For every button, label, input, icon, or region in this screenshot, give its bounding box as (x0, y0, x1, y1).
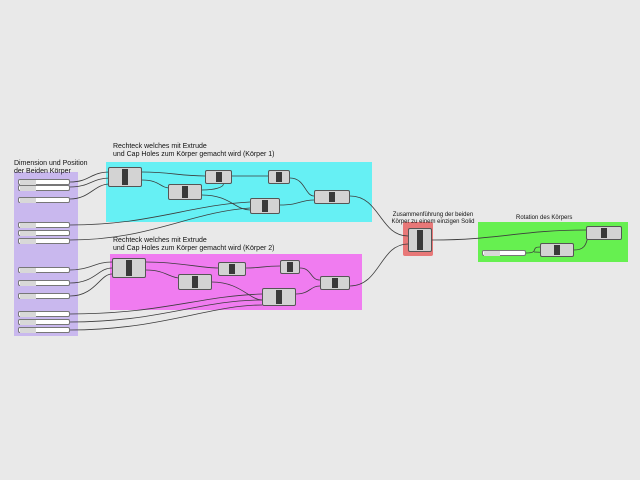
number-slider[interactable] (18, 185, 70, 191)
cap-holes-component[interactable] (268, 170, 290, 184)
number-slider[interactable] (18, 197, 70, 203)
number-slider[interactable] (18, 179, 70, 185)
number-slider[interactable] (18, 327, 70, 333)
move-component[interactable] (314, 190, 350, 204)
solid-union-component[interactable] (408, 228, 432, 252)
rotate-axis-component[interactable] (540, 243, 574, 257)
number-slider[interactable] (18, 311, 70, 317)
rotate-component[interactable] (586, 226, 622, 240)
label-body-2: Rechteck welches mit Extrude und Cap Hol… (113, 237, 275, 252)
number-slider[interactable] (18, 280, 70, 286)
number-slider[interactable] (482, 250, 526, 256)
rectangle-component[interactable] (108, 167, 142, 187)
extrude-component[interactable] (205, 170, 232, 184)
label-merge: Zusammenführung der beiden Körper zu ein… (391, 212, 475, 225)
move-component[interactable] (320, 276, 350, 290)
unit-vector-component[interactable] (168, 184, 202, 200)
number-slider[interactable] (18, 230, 70, 236)
extrude-component[interactable] (218, 262, 246, 276)
number-slider[interactable] (18, 319, 70, 325)
label-dimension-position: Dimension und Position der Beiden Körper (14, 160, 88, 175)
construct-point-component[interactable] (262, 288, 296, 306)
construct-point-component[interactable] (250, 198, 280, 214)
number-slider[interactable] (18, 222, 70, 228)
number-slider[interactable] (18, 238, 70, 244)
label-rotation: Rotation des Körpers (516, 215, 573, 221)
cap-holes-component[interactable] (280, 260, 300, 274)
number-slider[interactable] (18, 293, 70, 299)
unit-vector-component[interactable] (178, 274, 212, 290)
number-slider[interactable] (18, 267, 70, 273)
label-body-1: Rechteck welches mit Extrude und Cap Hol… (113, 143, 275, 158)
rectangle-component[interactable] (112, 258, 146, 278)
